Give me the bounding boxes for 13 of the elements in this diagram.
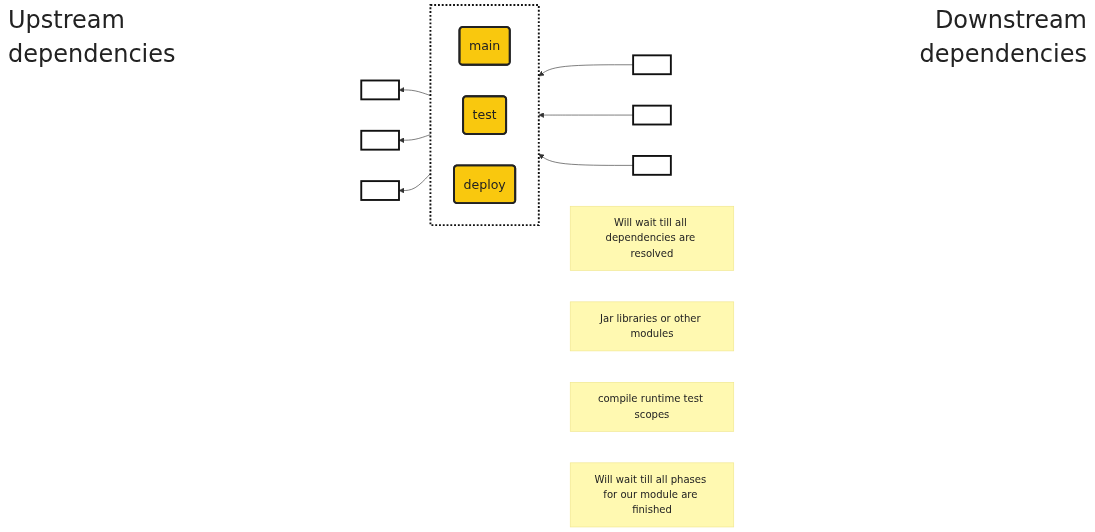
node-box: Will wait till all dependencies are resolved xyxy=(569,205,735,271)
heading-label: Upstream dependencies xyxy=(8,5,177,70)
node-box xyxy=(632,104,672,126)
cluster xyxy=(429,4,540,227)
node-box xyxy=(360,129,400,151)
heading-label: Downstream dependencies xyxy=(918,5,1087,70)
node-box: compile runtime test scopes xyxy=(569,382,735,432)
node-box: Jar libraries or other modules xyxy=(569,301,735,352)
node-box xyxy=(632,155,672,176)
node-box xyxy=(632,54,672,76)
node-box xyxy=(360,180,400,201)
node-box xyxy=(360,79,400,101)
node-box: Will wait till all phases for our module are finished xyxy=(569,462,735,528)
